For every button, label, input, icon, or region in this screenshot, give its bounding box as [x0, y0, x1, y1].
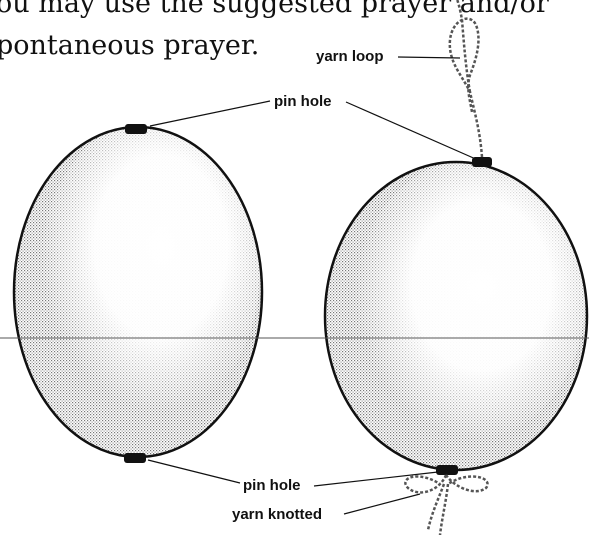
- yarn-knotted-leader: [344, 494, 420, 514]
- pin-hole-bottom-left-leader: [148, 460, 240, 483]
- pin-hole-top-right-leader: [346, 102, 478, 160]
- right-egg: [325, 157, 587, 475]
- yarn-loop-label: yarn loop: [316, 48, 384, 66]
- left-egg-bottom-pin-hole: [124, 453, 146, 463]
- pin-hole-bottom-label: pin hole: [243, 477, 301, 495]
- yarn-loop: [450, 0, 482, 157]
- left-egg-top-pin-hole: [125, 124, 147, 134]
- right-egg-bottom-pin-hole: [436, 465, 458, 475]
- yarn-knotted-label: yarn knotted: [232, 506, 322, 524]
- yarn-knot: [405, 475, 487, 535]
- pin-hole-top-label: pin hole: [274, 93, 332, 111]
- left-egg: [14, 120, 262, 463]
- pin-hole-top-left-leader: [150, 101, 270, 126]
- pin-hole-bottom-right-leader: [314, 472, 438, 486]
